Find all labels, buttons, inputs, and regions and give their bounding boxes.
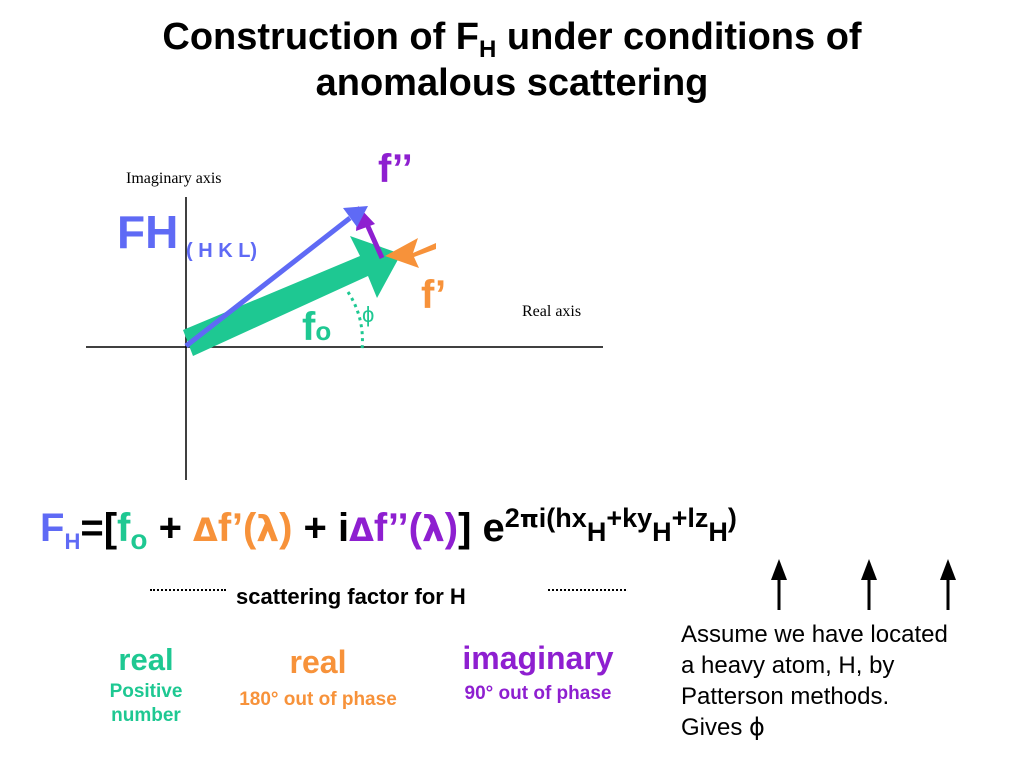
- formula-delta1: Δ: [193, 511, 218, 549]
- fh-line: [184, 216, 352, 348]
- fo-main: f: [302, 305, 316, 349]
- fo-label: fo: [302, 304, 331, 354]
- formula-lambda2: λ: [421, 509, 445, 550]
- formula-fo-sub: o: [130, 524, 148, 555]
- scattering-factor-label: scattering factor for H: [236, 584, 466, 609]
- exp-lz: +lz: [671, 503, 709, 533]
- note-text: Assume we have located a heavy atom, H, …: [681, 619, 1016, 743]
- fh-head: [343, 206, 368, 227]
- category-real-positive: real Positive number: [86, 640, 206, 728]
- note-line1: Assume we have located: [681, 621, 948, 648]
- note-line4: Gives ϕ: [681, 712, 1016, 743]
- f-prime-arrow: [385, 238, 436, 268]
- formula-bracket-close: ]: [458, 506, 483, 550]
- note-phi: ϕ: [749, 713, 765, 741]
- formula-exponent: 2πi(hxH+kyH+lzH): [504, 503, 737, 546]
- formula-fo: f: [117, 506, 131, 550]
- exp-ky: +ky: [606, 503, 653, 533]
- formula-fprime: f’(: [217, 506, 257, 550]
- phi-label: ϕ: [362, 302, 375, 327]
- exp-pi: π: [519, 505, 539, 533]
- title-line1-after: under conditions of: [496, 16, 862, 58]
- note-line2: a heavy atom, H, by: [681, 652, 895, 679]
- formula-lambda1: λ: [256, 509, 280, 550]
- f-double-prime-line: [363, 220, 385, 260]
- fo-arrow: [183, 236, 401, 356]
- formula-close2: ): [444, 506, 459, 550]
- pointer-lz-head: [940, 559, 956, 580]
- formula-e: e: [482, 506, 505, 550]
- formula-plus1: +: [147, 506, 194, 550]
- f-double-prime-label: f’’: [378, 147, 413, 191]
- exp-2: 2: [504, 503, 520, 533]
- exp-sub-h1: H: [586, 517, 607, 547]
- title-line1-sub: H: [479, 36, 497, 63]
- category-sub: 90° out of phase: [464, 683, 612, 704]
- title-line1-before: Construction of F: [162, 16, 480, 58]
- category-imaginary-90: imaginary 90° out of phase: [438, 638, 638, 706]
- category-real-180: real 180° out of phase: [218, 642, 418, 712]
- exp-sub-h2: H: [652, 517, 672, 547]
- note-line4-text: Gives: [681, 714, 750, 741]
- formula-plus-i: + i: [292, 506, 350, 550]
- real-axis-label: Real axis: [522, 303, 582, 320]
- category-title: real: [289, 644, 347, 680]
- fo-sub: o: [315, 316, 332, 346]
- exp-i-hx: i(hx: [538, 503, 587, 533]
- formula-close1: ): [279, 506, 293, 550]
- category-sub: number: [111, 705, 181, 726]
- category-title: imaginary: [462, 640, 614, 676]
- formula-F: F: [40, 506, 65, 550]
- phi-arc: [346, 291, 364, 351]
- category-sub: Positive: [109, 681, 183, 702]
- formula-delta2: Δ: [349, 511, 374, 549]
- category-sub: 180° out of phase: [239, 689, 397, 710]
- structure-factor-formula: FH=[fo + Δf’(λ) + iΔf’’(λ)] e2πi(hxH+kyH…: [40, 505, 737, 554]
- note-line3: Patterson methods.: [681, 683, 890, 710]
- pointer-ky-head: [861, 559, 877, 580]
- formula-fdprime: f’’(: [373, 506, 422, 550]
- category-title: real: [118, 642, 174, 677]
- fh-label: FH: [117, 206, 179, 258]
- imaginary-axis-label: Imaginary axis: [126, 170, 222, 187]
- formula-F-sub: H: [64, 529, 81, 554]
- f-prime-label: f’: [421, 273, 447, 317]
- exp-close: ): [727, 503, 737, 533]
- exp-sub-h3: H: [708, 517, 728, 547]
- title-line2: anomalous scattering: [315, 62, 709, 104]
- slide-title: Construction of FH under conditions of a…: [0, 14, 1024, 106]
- scattering-leader-left: [150, 589, 226, 591]
- pointer-hx-head: [771, 559, 787, 580]
- scattering-leader-right: [548, 589, 626, 591]
- formula-eq: =[: [80, 506, 118, 550]
- vector-diagram: [86, 197, 603, 480]
- fh-hkl-label: ( H K L): [186, 240, 258, 262]
